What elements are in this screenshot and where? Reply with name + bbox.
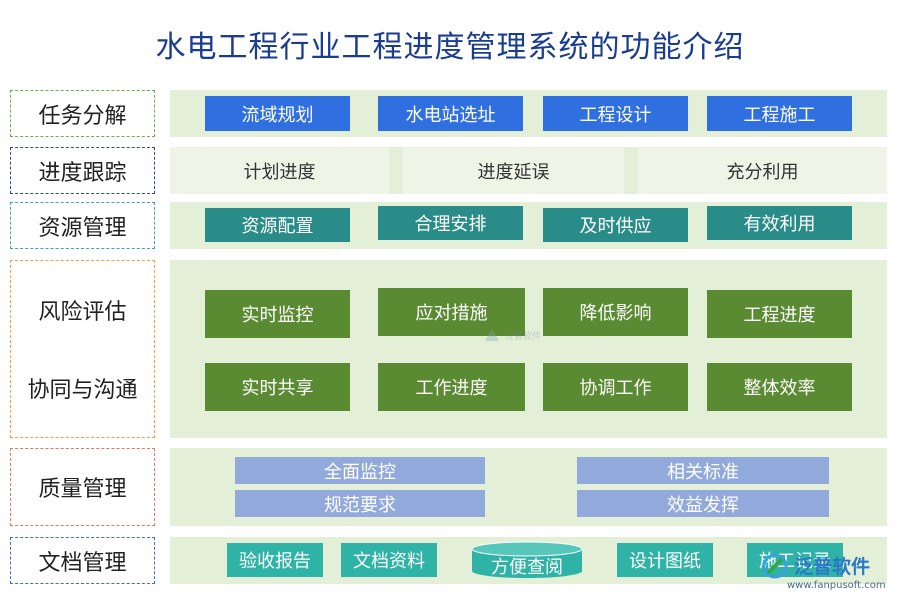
row-label-quality-text: 质量管理 — [38, 477, 127, 502]
row-label-task-text: 任务分解 — [38, 103, 127, 129]
resource-item-1: 资源配置 — [205, 208, 350, 242]
resource-item-3: 及时供应 — [543, 208, 688, 242]
docs-item-3-cylinder: 方便查阅 — [471, 541, 583, 579]
fanpu-logo-icon — [485, 329, 499, 341]
brand-logo: 泛普软件 — [762, 552, 870, 579]
row-label-quality: 质量管理 — [10, 448, 155, 526]
docs-item-3: 方便查阅 — [491, 557, 563, 578]
row-label-resource-text: 资源管理 — [38, 215, 127, 241]
brand-url: www.fanpusoft.com — [787, 580, 886, 591]
progress-item-2: 进度延误 — [403, 147, 624, 194]
row-label-docs-text: 文档管理 — [38, 550, 127, 576]
docs-item-4: 设计图纸 — [617, 543, 713, 577]
task-item-4: 工程施工 — [707, 96, 852, 131]
fanpu-logo-icon — [762, 553, 788, 578]
row-label-docs: 文档管理 — [10, 537, 155, 584]
risk-item-1: 实时监控 — [205, 290, 350, 338]
quality-item-2: 相关标准 — [577, 457, 829, 484]
risk-item-3: 降低影响 — [543, 288, 688, 336]
collab-item-1: 实时共享 — [205, 363, 350, 411]
risk-item-4: 工程进度 — [707, 290, 852, 338]
progress-item-1: 计划进度 — [170, 147, 389, 194]
task-item-2: 水电站选址 — [378, 96, 523, 131]
task-item-3: 工程设计 — [543, 96, 688, 131]
collab-item-2: 工作进度 — [378, 363, 525, 411]
row-label-task: 任务分解 — [10, 90, 155, 137]
risk-item-2: 应对措施 — [378, 288, 525, 336]
quality-item-4: 效益发挥 — [577, 490, 829, 517]
collab-item-3: 协调工作 — [543, 363, 688, 411]
docs-item-5: 施工记录 — [747, 543, 843, 577]
docs-item-1: 验收报告 — [227, 543, 323, 577]
row-label-progress: 进度跟踪 — [10, 147, 155, 194]
center-watermark-text: 泛普软件 — [505, 331, 542, 342]
quality-item-1: 全面监控 — [235, 457, 485, 484]
progress-item-3: 充分利用 — [638, 147, 887, 194]
resource-item-2: 合理安排 — [378, 206, 523, 240]
docs-item-2: 文档资料 — [341, 543, 437, 577]
quality-item-3: 规范要求 — [235, 490, 485, 517]
brand-name: 泛普软件 — [794, 556, 871, 578]
row-label-collab-text: 协同与沟通 — [27, 378, 138, 403]
row-label-risk-collab: 风险评估 协同与沟通 — [10, 260, 155, 438]
row-label-progress-text: 进度跟踪 — [38, 160, 127, 186]
task-item-1: 流域规划 — [205, 96, 350, 131]
row-label-risk-text: 风险评估 — [38, 300, 127, 325]
center-watermark: 泛普软件 — [483, 327, 541, 343]
row-label-resource: 资源管理 — [10, 202, 155, 249]
page-title: 水电工程行业工程进度管理系统的功能介绍 — [155, 30, 745, 65]
brand-url-text: www.fanpusoft.com — [787, 580, 886, 591]
resource-item-4: 有效利用 — [707, 206, 852, 240]
cylinder-shape — [471, 541, 583, 578]
collab-item-4: 整体效率 — [707, 363, 852, 411]
row-panel-risk-collab — [170, 260, 887, 438]
